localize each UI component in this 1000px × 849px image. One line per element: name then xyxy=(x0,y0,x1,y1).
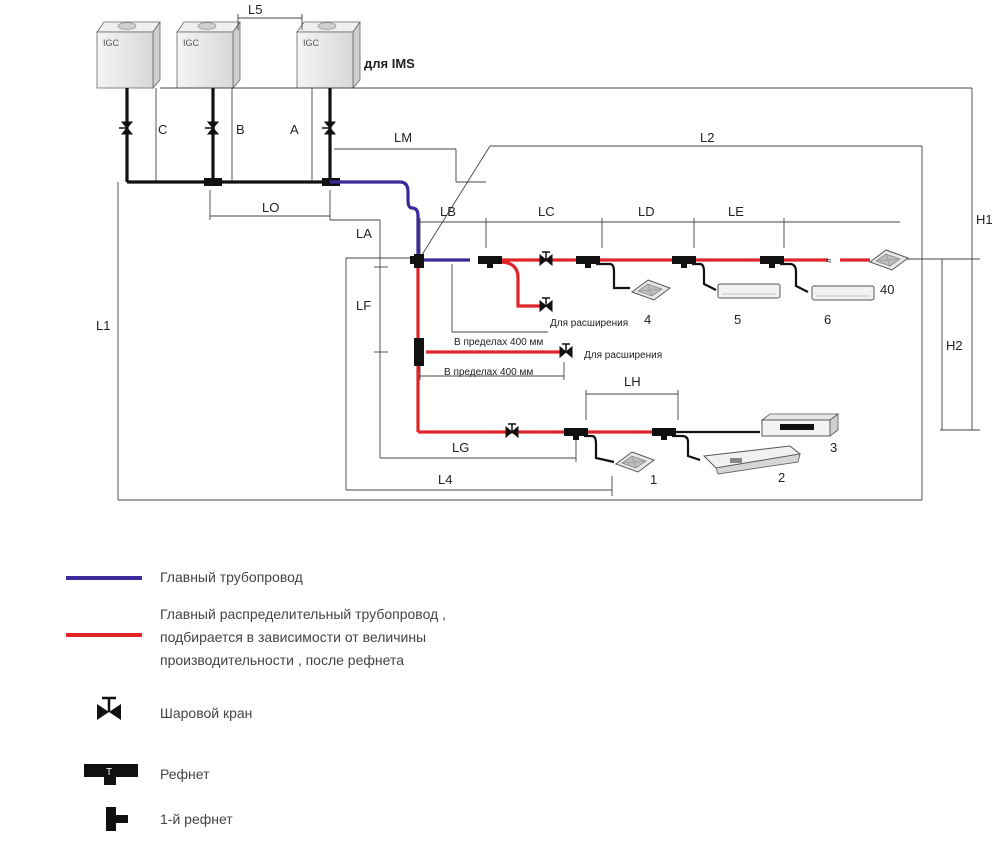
legend-refnet-icon: T xyxy=(84,764,138,785)
indoor-unit-1: 1 xyxy=(615,451,657,487)
pipe-break-mark: ≈ xyxy=(826,256,832,267)
indoor-unit-40: 40 xyxy=(869,249,909,297)
first-refnet xyxy=(410,254,424,268)
indoor-unit-2: 2 xyxy=(702,445,802,485)
dim-label-h2: H2 xyxy=(946,338,963,353)
main-pipe xyxy=(330,180,470,262)
indoor-unit-6: 6 xyxy=(811,285,875,327)
indoor-unit-number: 5 xyxy=(734,312,741,327)
dim-label-a: A xyxy=(290,122,299,137)
outdoor-unit-label: IGC xyxy=(303,38,320,48)
dim-label-l2: L2 xyxy=(700,130,714,145)
indoor-unit-4: 4 xyxy=(631,279,671,327)
dim-label-c: C xyxy=(158,122,167,137)
outdoor-branch-pipes xyxy=(125,88,332,184)
dim-label-lg: LG xyxy=(452,440,469,455)
outdoor-unit-1: IGC xyxy=(96,20,161,90)
dim-label-lm: LM xyxy=(394,130,412,145)
legend-symbols: T xyxy=(66,576,142,831)
legend-refnet-label: Рефнет xyxy=(160,766,210,782)
within-400-note-2: В пределах 400 мм xyxy=(444,367,533,378)
legend-distribution-label-2: подбирается в зависимости от величины xyxy=(160,629,427,645)
dim-label-lh: LH xyxy=(624,374,641,389)
dim-label-lf: LF xyxy=(356,298,371,313)
indoor-unit-number: 2 xyxy=(778,470,785,485)
expansion-note-1: Для расширения xyxy=(550,318,628,329)
pipe-notes: Для расширения Для расширения В пределах… xyxy=(444,318,662,378)
legend-distribution-label-1: Главный распределительный трубопровод , xyxy=(160,606,446,622)
dim-label-lo: LO xyxy=(262,200,279,215)
dimension-lines xyxy=(117,14,980,501)
within-400-note-1: В пределах 400 мм xyxy=(454,337,543,348)
dim-label-l4: L4 xyxy=(438,472,452,487)
outdoor-unit-2: IGC xyxy=(176,20,241,90)
expansion-note-2: Для расширения xyxy=(584,350,662,361)
dim-label-lc: LC xyxy=(538,204,555,219)
outdoor-unit-label: IGC xyxy=(183,38,200,48)
indoor-unit-number: 3 xyxy=(830,440,837,455)
outdoor-unit-3: IGC xyxy=(296,20,361,90)
indoor-unit-number: 4 xyxy=(644,312,651,327)
dimension-labels: L5 A B C LM L2 LO LA LB LC LD LE LF LG L… xyxy=(96,2,993,487)
dim-label-le: LE xyxy=(728,204,744,219)
indoor-unit-5: 5 xyxy=(717,283,781,327)
dim-label-ld: LD xyxy=(638,204,655,219)
legend-first-refnet-icon xyxy=(106,807,128,831)
legend-distribution-label-3: производительности , после рефнета xyxy=(160,652,404,668)
indoor-unit-3: 3 xyxy=(760,413,840,455)
indoor-unit-number: 1 xyxy=(650,472,657,487)
indoor-unit-number: 6 xyxy=(824,312,831,327)
outdoor-ball-valves xyxy=(118,121,336,135)
legend-first-refnet-label: 1-й рефнет xyxy=(160,811,233,827)
dim-label-b: B xyxy=(236,122,245,137)
legend-ball-valve-label: Шаровой кран xyxy=(160,705,253,721)
dim-label-l1: L1 xyxy=(96,318,110,333)
dim-label-h1: H1 xyxy=(976,212,993,227)
indoor-unit-number: 40 xyxy=(880,282,894,297)
dim-label-lb: LB xyxy=(440,204,456,219)
ims-label: для IMS xyxy=(364,56,415,71)
dim-label-l5: L5 xyxy=(248,2,262,17)
legend-main-pipe-label: Главный трубопровод xyxy=(160,569,303,585)
refnets xyxy=(414,256,784,440)
dim-label-la: LA xyxy=(356,226,372,241)
legend-ball-valve-icon xyxy=(97,696,121,720)
indoor-branch-pipes xyxy=(584,262,809,464)
legend-refnet-mark: T xyxy=(106,767,112,778)
outdoor-unit-label: IGC xyxy=(103,38,120,48)
